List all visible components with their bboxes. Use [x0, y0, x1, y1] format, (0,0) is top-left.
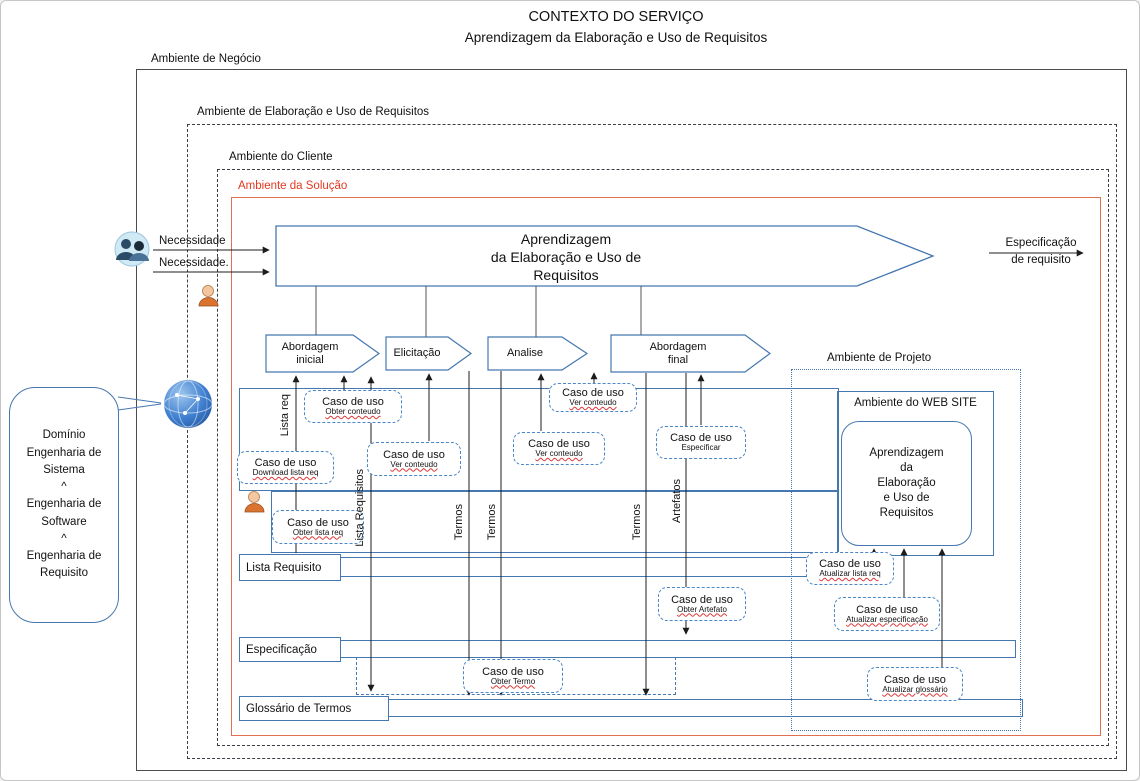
phase-abordagem-final: Abordagem final	[649, 340, 707, 366]
use-case-subtitle: Download lista req	[252, 468, 319, 478]
diagram-subtitle: Aprendizagem da Elaboração e Uso de Requ…	[464, 30, 768, 45]
use-case-ver-conteudo-top: Caso de uso Ver conteudo	[549, 383, 637, 412]
label-especificacao-saida: Especificação de requisito	[1005, 237, 1077, 266]
client-lane-lower	[271, 491, 839, 553]
use-case-title: Caso de uso	[287, 516, 349, 529]
data-store-label: Lista Requisito	[246, 561, 322, 574]
website-process-box: Aprendizagem da Elaboração e Uso de Requ…	[841, 421, 972, 546]
business-user-icon	[198, 285, 219, 307]
data-store-label: Especificação	[246, 643, 317, 656]
data-store-glossario-bar	[388, 699, 1023, 717]
flow-label-termos-2: Termos	[486, 504, 498, 541]
main-process-label: Aprendizagem da Elaboração e Uso de Requ…	[490, 231, 642, 283]
flow-arrows	[153, 246, 1084, 696]
bubble-tail	[117, 396, 162, 411]
use-case-title: Caso de uso	[671, 593, 733, 606]
stakeholders-icon	[114, 231, 150, 267]
globe-network-icon	[163, 380, 213, 428]
use-case-subtitle: Ver conteudo	[569, 398, 617, 408]
use-case-subtitle: Atualizar especificação	[846, 614, 928, 624]
phase-abordagem-inicial: Abordagem inicial	[281, 340, 339, 366]
label-ambiente-website: Ambiente do WEB SITE	[854, 397, 977, 409]
domain-bubble: Domínio Engenharia de Sistema ^ Engenhar…	[9, 387, 119, 623]
diagram-title: CONTEXTO DO SERVIÇO	[528, 9, 704, 25]
use-case-title: Caso de uso	[856, 603, 918, 616]
use-case-title: Caso de uso	[322, 396, 384, 409]
use-case-title: Caso de uso	[528, 438, 590, 451]
label-ambiente-solucao: Ambiente da Solução	[238, 180, 348, 192]
use-case-subtitle: Ver conteudo	[535, 449, 583, 459]
use-case-obter-termo: Caso de uso Obter Termo	[463, 659, 563, 693]
flow-label-artefatos: Artefatos	[671, 479, 683, 524]
box-ambiente-negocio	[136, 69, 1127, 771]
phase-analise-shape	[487, 336, 589, 371]
use-case-subtitle: Atualizar glossário	[882, 684, 948, 694]
use-case-obter-conteudo: Caso de uso Obter conteudo	[304, 390, 402, 423]
use-case-obter-lista-req: Caso de uso Obter lista req	[272, 510, 364, 544]
box-ambiente-cliente	[217, 169, 1109, 746]
use-case-especificar: Caso de uso Especificar	[656, 426, 746, 459]
use-case-title: Caso de uso	[562, 387, 624, 400]
data-store-lista-requisito: Lista Requisito	[239, 554, 341, 581]
phase-abordagem-inicial-shape	[265, 334, 381, 373]
client-user-icon	[244, 491, 265, 513]
use-case-subtitle: Obter lista req	[292, 527, 344, 537]
flow-label-termos-3: Termos	[631, 504, 643, 541]
use-case-subtitle: Obter conteudo	[325, 407, 381, 417]
use-case-title: Caso de uso	[254, 457, 317, 470]
phase-elicitacao-shape	[385, 336, 473, 371]
use-case-atualizar-lista-req: Caso de uso Atualizar lista req	[806, 552, 894, 585]
use-case-title: Caso de uso	[884, 673, 946, 686]
label-ambiente-elaboracao: Ambiente de Elaboração e Uso de Requisit…	[197, 106, 430, 118]
data-store-glossario: Glossário de Termos	[239, 696, 389, 721]
use-case-title: Caso de uso	[383, 448, 445, 461]
box-ambiente-solucao	[231, 197, 1101, 736]
flow-label-lista-requisitos: Lista Requisitos	[354, 469, 366, 547]
label-ambiente-cliente: Ambiente do Cliente	[229, 151, 333, 163]
box-ambiente-elaboracao	[187, 124, 1117, 759]
phase-abordagem-final-shape	[610, 334, 772, 373]
phase-elicitacao: Elicitação	[393, 347, 441, 359]
flow-label-lista-req: Lista req	[279, 394, 291, 437]
obter-termo-group	[356, 657, 676, 695]
phase-analise: Analise	[506, 347, 544, 359]
data-store-label: Glossário de Termos	[246, 702, 352, 715]
label-ambiente-negocio: Ambiente de Negócio	[151, 53, 261, 65]
box-ambiente-projeto	[791, 369, 1021, 731]
label-ambiente-projeto: Ambiente de Projeto	[827, 352, 932, 364]
use-case-obter-artefato: Caso de uso Obter Artefato	[658, 587, 746, 621]
box-ambiente-website	[837, 391, 994, 556]
use-case-download-lista-req: Caso de uso Download lista req	[237, 451, 334, 484]
client-lane-upper	[239, 388, 839, 491]
data-store-especificacao: Especificação	[239, 637, 341, 662]
use-case-atualizar-especificacao: Caso de uso Atualizar especificação	[834, 597, 940, 631]
use-case-subtitle: Obter Termo	[490, 676, 536, 686]
use-case-title: Caso de uso	[670, 432, 732, 445]
use-case-subtitle: Atualizar lista req	[819, 569, 881, 579]
main-process-arrow	[275, 225, 935, 287]
use-case-subtitle: Ver conteudo	[390, 459, 438, 469]
label-necessidade-2: Necessidade.	[159, 257, 229, 269]
flow-label-termos-1: Termos	[453, 504, 465, 541]
use-case-subtitle: Obter Artefato	[677, 604, 727, 614]
use-case-title: Caso de uso	[482, 665, 544, 678]
use-case-subtitle: Especificar	[681, 443, 721, 453]
phase-connectors	[315, 286, 642, 337]
use-case-title: Caso de uso	[819, 558, 881, 571]
use-case-ver-conteudo-elicitacao: Caso de uso Ver conteudo	[367, 442, 461, 476]
use-case-ver-conteudo-analise: Caso de uso Ver conteudo	[513, 432, 605, 465]
data-store-especificacao-bar	[340, 640, 1016, 658]
domain-bubble-text: Domínio Engenharia de Sistema ^ Engenhar…	[26, 429, 102, 580]
label-necessidade-1: Necessidade	[159, 235, 226, 247]
use-case-atualizar-glossario: Caso de uso Atualizar glossário	[867, 667, 963, 701]
